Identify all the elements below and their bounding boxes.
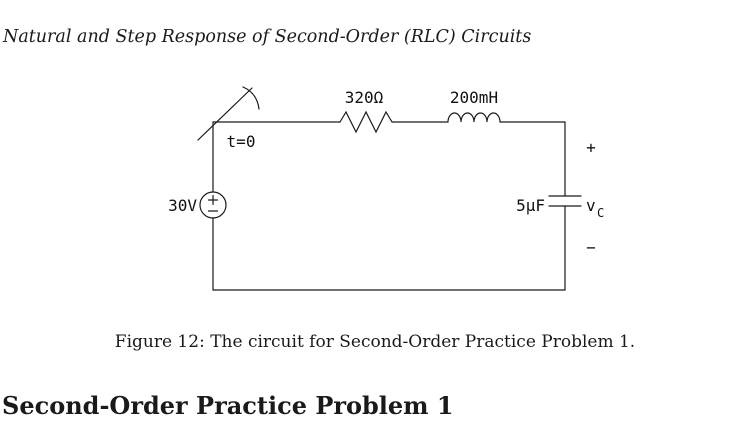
capacitor bbox=[548, 195, 582, 207]
capacitor-minus-sign: − bbox=[586, 238, 596, 257]
source-label: 30V bbox=[168, 196, 197, 215]
source-polarity-icon bbox=[207, 194, 219, 212]
switch bbox=[197, 86, 260, 141]
capacitor-voltage-label: v bbox=[586, 196, 596, 215]
running-title: Natural and Step Response of Second-Orde… bbox=[3, 27, 532, 47]
resistor-label: 320Ω bbox=[345, 88, 384, 107]
section-heading: Second-Order Practice Problem 1 bbox=[2, 391, 454, 420]
inductor-label: 200mH bbox=[450, 88, 498, 107]
capacitor-voltage-subscript: C bbox=[597, 206, 604, 220]
figure-caption: Figure 12: The circuit for Second-Order … bbox=[114, 332, 636, 352]
capacitor-label: 5μF bbox=[516, 196, 545, 215]
circuit-wires bbox=[212, 121, 566, 291]
capacitor-plus-sign: + bbox=[586, 138, 596, 157]
voltage-source bbox=[199, 191, 227, 219]
switch-label: t=0 bbox=[227, 132, 256, 151]
resistor bbox=[339, 110, 393, 134]
inductor bbox=[447, 112, 501, 123]
